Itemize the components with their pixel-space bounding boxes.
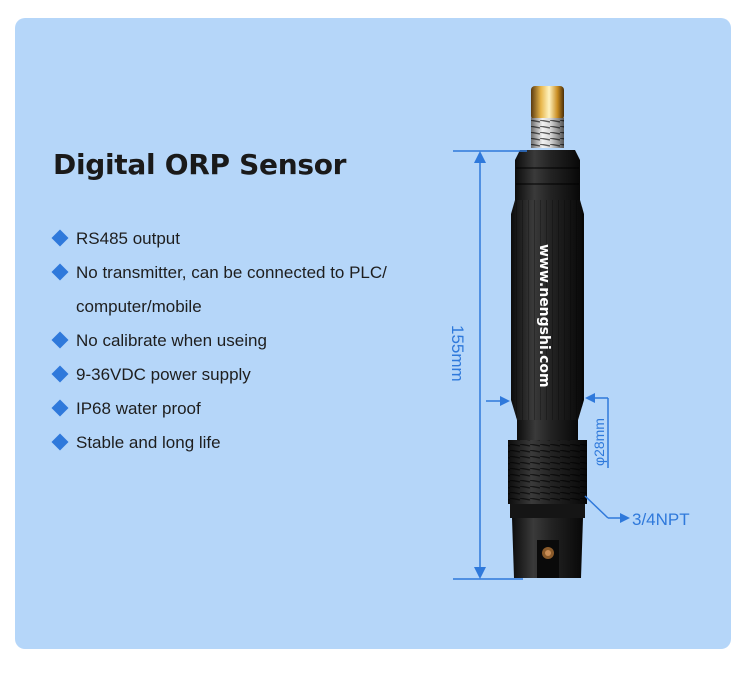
- feature-text: No calibrate when useing: [76, 331, 267, 350]
- thread-callout: [584, 495, 630, 523]
- feature-item: Stable and long life: [51, 426, 452, 460]
- feature-item: IP68 water proof: [51, 392, 452, 426]
- thread-label: 3/4NPT: [632, 510, 690, 529]
- diameter-label: φ28mm: [591, 418, 607, 466]
- feature-item: RS485 output: [51, 222, 452, 256]
- background-panel: [15, 18, 731, 649]
- sensor-connector: [531, 86, 564, 148]
- feature-text: No transmitter, can be connected to PLC/: [76, 263, 387, 282]
- length-label: 155mm: [448, 325, 467, 382]
- sensor-body: [508, 150, 587, 578]
- feature-item: No transmitter, can be connected to PLC/…: [51, 256, 452, 324]
- feature-item: 9-36VDC power supply: [51, 358, 452, 392]
- feature-text: IP68 water proof: [76, 399, 201, 418]
- length-dimension: [453, 150, 527, 580]
- feature-list: RS485 output No transmitter, can be conn…: [51, 222, 452, 460]
- feature-item: No calibrate when useing: [51, 324, 452, 358]
- page-title: Digital ORP Sensor: [53, 148, 347, 181]
- diameter-dimension: [486, 393, 609, 468]
- feature-text: Stable and long life: [76, 433, 221, 452]
- feature-text: RS485 output: [76, 229, 180, 248]
- brand-text: www.nengshi.com: [536, 244, 552, 388]
- feature-text: 9-36VDC power supply: [76, 365, 251, 384]
- feature-text-continued: computer/mobile: [76, 297, 202, 316]
